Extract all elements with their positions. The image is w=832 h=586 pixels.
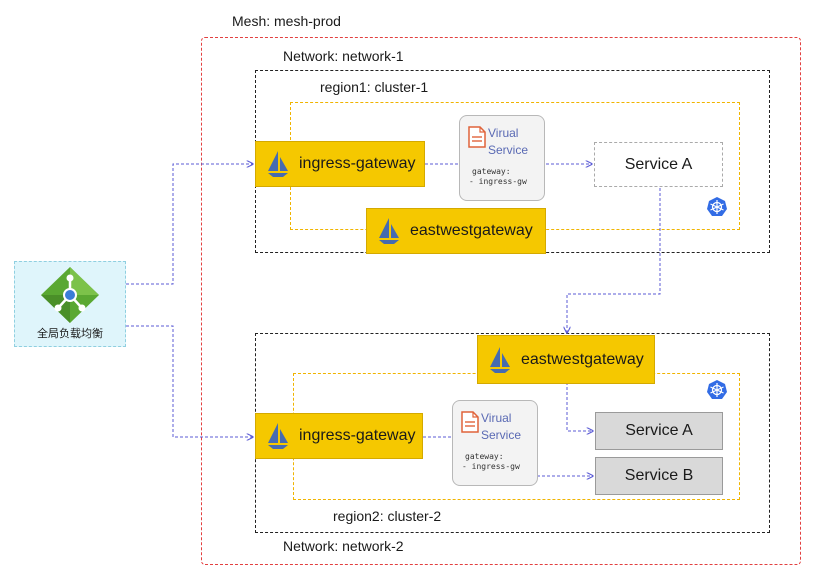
virtual-service-2-gateway-line1: gateway: — [465, 452, 504, 461]
service-a-1-label: Service A — [624, 155, 693, 173]
virtual-service-doc-icon — [461, 411, 479, 433]
region-2-label: region2: cluster-2 — [333, 508, 442, 524]
mesh-boundary — [201, 37, 801, 565]
virtual-service-1: Virual Service gateway: - ingress-gw — [459, 115, 545, 201]
region-1-label: region1: cluster-1 — [320, 79, 429, 95]
eastwest-gateway-1-label: eastwestgateway — [410, 222, 533, 239]
ingress-gateway-2: ingress-gateway — [255, 413, 423, 459]
network-1-label: Network: network-1 — [283, 48, 404, 64]
global-load-balancer-label: 全局负载均衡 — [37, 328, 103, 340]
global-load-balancer: 全局负载均衡 — [14, 261, 126, 347]
global-load-balancer-icon — [41, 267, 99, 323]
service-b-2: Service B — [595, 457, 723, 495]
ingress-gateway-1-label: ingress-gateway — [299, 155, 416, 172]
lb-to-ingress-1-arrow — [126, 164, 253, 285]
lb-to-ingress-2-arrow — [126, 325, 253, 437]
kubernetes-icon — [707, 380, 727, 399]
virtual-service-2: Virual Service gateway: - ingress-gw — [452, 400, 538, 486]
virtual-service-2-title-line2: Service — [481, 428, 522, 442]
virtual-service-2-gateway-line2: - ingress-gw — [462, 462, 520, 471]
ingress-gateway-2-label: ingress-gateway — [299, 427, 416, 444]
virtual-service-1-gateway-line2: - ingress-gw — [469, 177, 527, 186]
eastwest-2-to-service-a-2-arrow — [566, 382, 593, 431]
istio-sail-icon — [490, 346, 510, 373]
virtual-service-1-title-line1: Virual — [488, 126, 519, 140]
istio-sail-icon — [379, 218, 399, 244]
eastwest-gateway-2-label: eastwestgateway — [521, 350, 644, 368]
ingress-gateway-1: ingress-gateway — [255, 141, 425, 187]
virtual-service-1-title-line2: Service — [488, 143, 529, 157]
mesh-label: Mesh: mesh-prod — [232, 13, 341, 29]
service-a-2-label: Service A — [625, 422, 693, 439]
service-a-2: Service A — [595, 412, 723, 450]
eastwest-gateway-1: eastwestgateway — [366, 208, 546, 254]
istio-sail-icon — [268, 151, 288, 177]
service-a-1: Service A — [594, 142, 723, 187]
network-2-label: Network: network-2 — [283, 538, 404, 554]
eastwest-gateway-2: eastwestgateway — [477, 335, 655, 384]
kubernetes-icon — [707, 197, 727, 216]
virtual-service-2-title-line1: Virual — [481, 411, 512, 425]
virtual-service-doc-icon — [468, 126, 486, 148]
virtual-service-1-gateway-line1: gateway: — [472, 167, 511, 176]
service-a-1-to-eastwest-2-arrow — [567, 188, 661, 333]
istio-sail-icon — [268, 423, 288, 449]
service-b-2-label: Service B — [624, 467, 694, 484]
